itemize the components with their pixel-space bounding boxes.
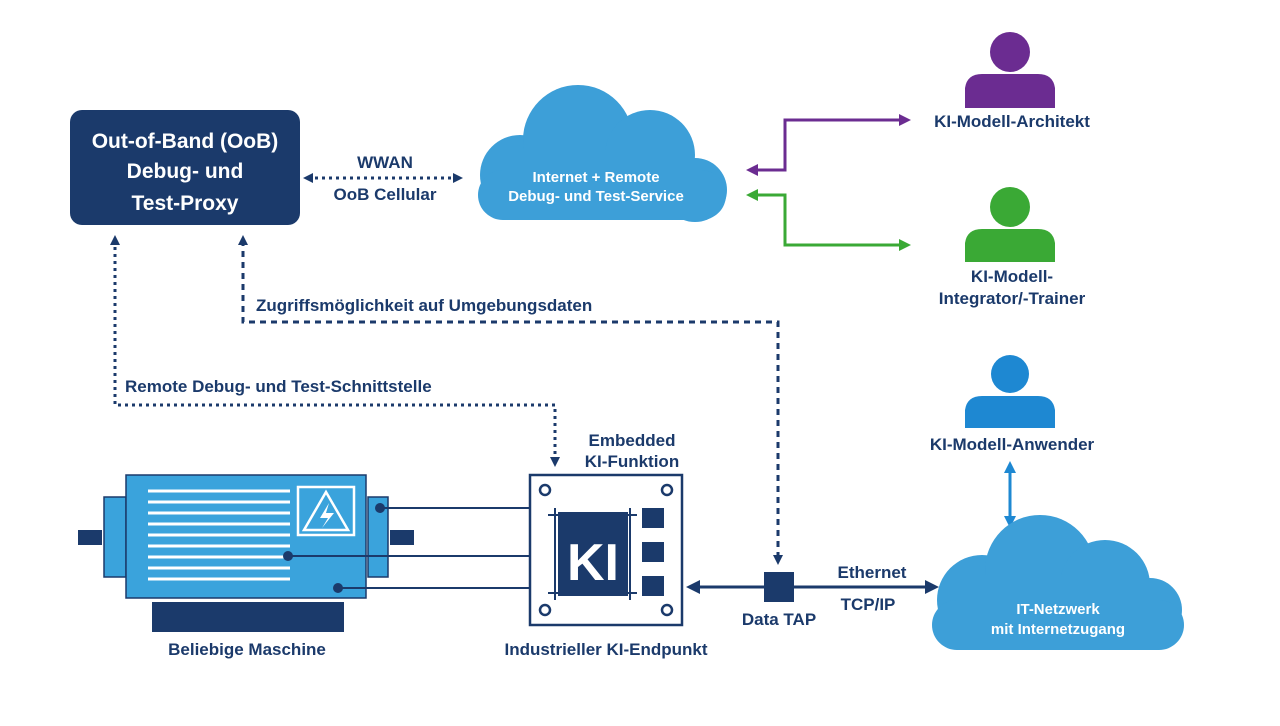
oob-proxy-node: Out-of-Band (OoB) Debug- und Test-Proxy (70, 110, 300, 225)
cloud-it-line2: mit Internetzugang (991, 621, 1125, 638)
environment-data-label: Zugriffsmöglichkeit auf Umgebungsdaten (256, 296, 592, 315)
high-voltage-icon (301, 489, 351, 532)
data-tap-node (764, 572, 794, 602)
data-tap-label: Data TAP (742, 610, 816, 629)
user-label: KI-Modell-Anwender (930, 435, 1095, 454)
wwan-label: WWAN (357, 153, 413, 172)
endpoint-label: Industrieller KI-Endpunkt (504, 640, 707, 659)
ai-chip-label: KI (567, 534, 619, 592)
ethernet-label: Ethernet (838, 563, 907, 582)
internet-cloud: Internet + Remote Debug- und Test-Servic… (478, 85, 727, 222)
ai-endpoint-board: KI (528, 473, 684, 627)
wwan-link: WWAN OoB Cellular (303, 153, 463, 204)
integrator-person-icon (965, 187, 1055, 262)
proxy-title-line1: Out-of-Band (OoB) (92, 130, 279, 153)
remote-debug-label: Remote Debug- und Test-Schnittstelle (125, 377, 432, 396)
oob-cellular-label: OoB Cellular (334, 185, 437, 204)
architect-link (746, 114, 911, 176)
architect-person-icon (965, 32, 1055, 108)
tcpip-label: TCP/IP (841, 595, 896, 614)
proxy-title-line2: Debug- und (127, 160, 244, 183)
proxy-title-line3: Test-Proxy (132, 192, 239, 215)
cloud-it-line1: IT-Netzwerk (1016, 601, 1100, 618)
integrator-link (746, 189, 911, 251)
machine-label: Beliebige Maschine (168, 640, 326, 659)
cloud-remote-line1: Internet + Remote (532, 169, 659, 186)
user-person-icon (965, 355, 1055, 428)
integrator-label-line2: Integrator/-Trainer (939, 289, 1086, 308)
embedded-label-line1: Embedded (589, 431, 676, 450)
it-network-cloud: IT-Netzwerk mit Internetzugang (932, 515, 1184, 650)
sensor-wires (283, 503, 540, 593)
integrator-label-line1: KI-Modell- (971, 267, 1053, 286)
cloud-remote-line2: Debug- und Test-Service (508, 188, 684, 205)
architect-label: KI-Modell-Architekt (934, 112, 1090, 131)
embedded-label-line2: KI-Funktion (585, 452, 679, 471)
ai-chip (558, 512, 628, 596)
machine-icon (78, 474, 414, 632)
remote-debug-link (110, 235, 560, 467)
